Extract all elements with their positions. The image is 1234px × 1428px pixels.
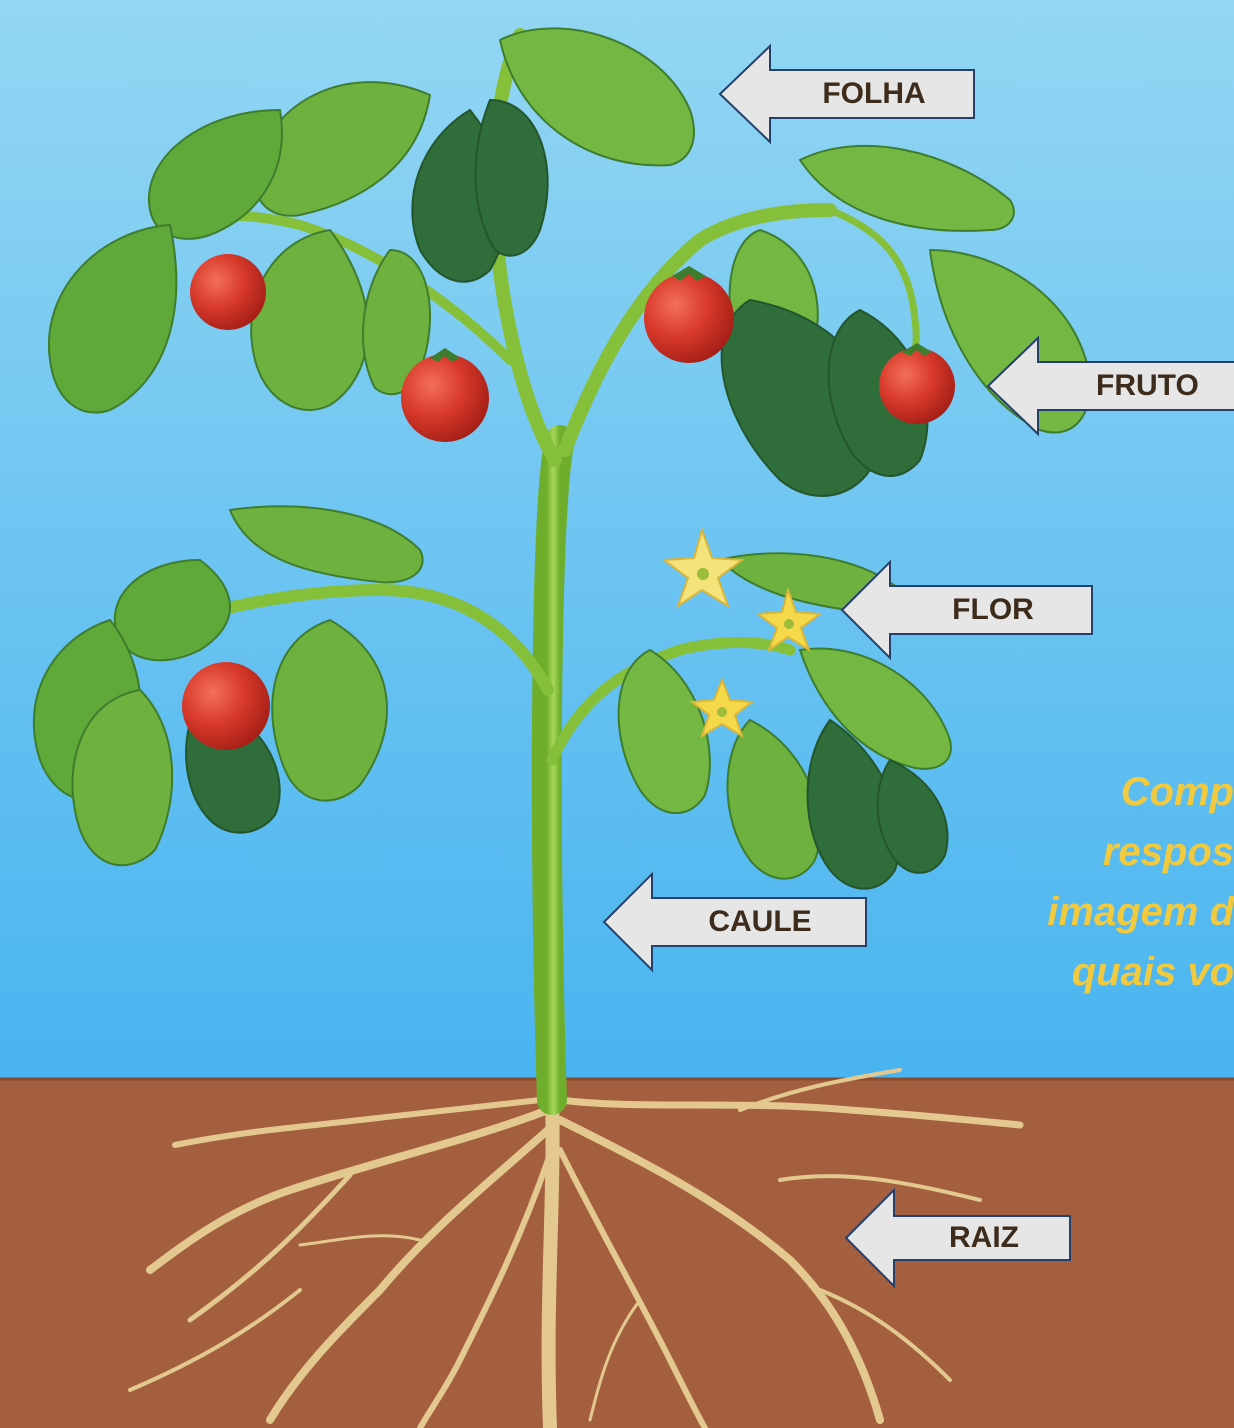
arrow-flor: FLOR	[840, 560, 1094, 660]
label-flor: FLOR	[898, 590, 1088, 630]
tomato	[644, 273, 734, 363]
flower-center	[717, 707, 727, 717]
tomato	[182, 662, 270, 750]
label-caule: CAULE	[658, 902, 862, 942]
caption-line-2: respos	[900, 822, 1234, 882]
label-folha: FOLHA	[778, 74, 970, 114]
tomato	[401, 354, 489, 442]
tomato	[879, 348, 955, 424]
label-raiz: RAIZ	[900, 1218, 1068, 1258]
caption-line-4: quais vo	[900, 942, 1234, 1002]
caption-text: Comp respos imagem d quais vo	[900, 762, 1234, 1002]
main-stem	[547, 440, 560, 1100]
arrow-raiz: RAIZ	[844, 1188, 1072, 1288]
flower-center	[697, 568, 709, 580]
label-fruto: FRUTO	[1046, 366, 1234, 406]
caption-line-3: imagem d	[900, 882, 1234, 942]
arrow-fruto: FRUTO	[986, 336, 1234, 436]
caption-line-1: Comp	[900, 762, 1234, 822]
arrow-folha: FOLHA	[718, 44, 976, 144]
flower-center	[784, 619, 794, 629]
tomato	[190, 254, 266, 330]
root-main	[549, 1090, 553, 1428]
arrow-caule: CAULE	[602, 872, 868, 972]
